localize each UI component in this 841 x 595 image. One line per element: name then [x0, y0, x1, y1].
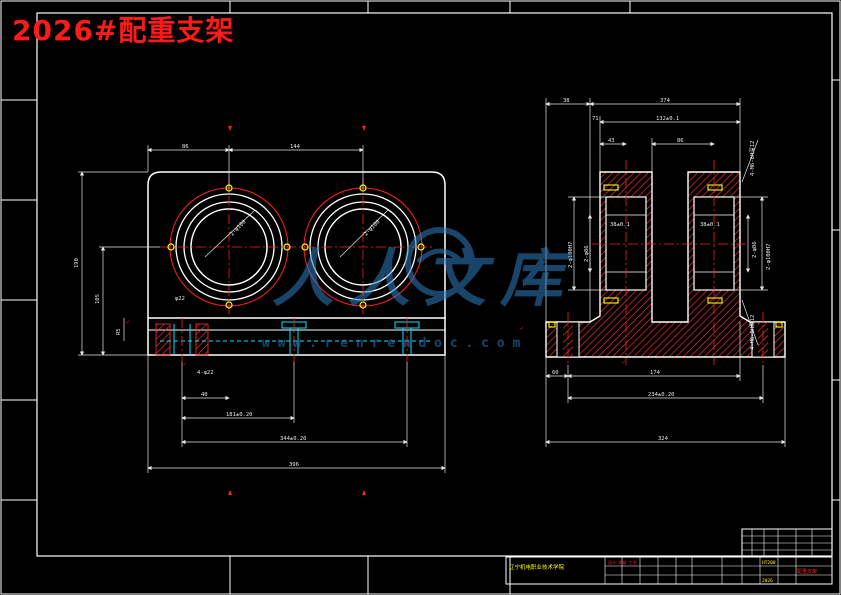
watermark-logo-icon [405, 227, 475, 297]
front-tapped-holes [167, 184, 425, 309]
watermark: 人人文库 w w w . r e n r e n d o c . c o m [262, 227, 576, 351]
dim-phi86-left: 2-φ86 [584, 245, 590, 262]
side-centerlines [567, 160, 764, 365]
dim-38: 38 [563, 98, 570, 104]
dim-phi100h7-left: 2-φ100H7 [568, 242, 574, 269]
dim-phi100h7-right: 2-φ100H7 [766, 244, 772, 271]
dim-234: 234±0.20 [648, 392, 675, 398]
dim-105: 105 [95, 294, 101, 304]
front-outline [147, 171, 446, 318]
dim-phi86-right: 2-φ86 [752, 241, 758, 258]
front-hidden-lines [160, 321, 432, 355]
dim-181: 181±0.20 [226, 412, 253, 418]
watermark-text: 人人文库 [272, 242, 576, 315]
material: HT200 [762, 560, 776, 566]
side-dimensions [545, 98, 786, 447]
dim-132: 132±0.1 [656, 116, 679, 122]
dim-phi22: φ22 [175, 296, 185, 302]
svg-text:✓: ✓ [520, 325, 524, 332]
svg-text:✓: ✓ [183, 361, 187, 368]
dim-bore-left: 2-φ100 [229, 219, 247, 237]
dim-174: 174 [650, 370, 661, 376]
svg-text:✓: ✓ [126, 319, 130, 326]
front-centerlines [160, 178, 432, 362]
dim-bore-depth-left: 38±0.1 [610, 222, 630, 228]
dim-bore-depth-right: 38±0.1 [700, 222, 720, 228]
dim-40: 40 [201, 392, 208, 398]
dim-396: 396 [289, 462, 299, 468]
dim-r5: R5 [116, 328, 122, 335]
dim-86-side: 86 [677, 138, 684, 144]
page-title: 2026#配重支架 [12, 14, 235, 47]
dim-344: 344±0.20 [280, 436, 307, 442]
dim-43: 43 [608, 138, 615, 144]
dim-bore-right: 2-φ100 [363, 219, 381, 237]
front-dimensions [78, 145, 446, 473]
title-block: 辽宁机电职业技术学院 设计 审核 工艺 配重支架 HT200 2026 [505, 528, 833, 585]
svg-text:✓: ✓ [650, 347, 654, 354]
side-dim-texts: 38 374 71 132±0.1 43 86 4-M6-6H深12 4-M6-… [552, 98, 772, 442]
dim-374: 374 [660, 98, 671, 104]
school-name: 辽宁机电职业技术学院 [509, 563, 565, 571]
drawing-number: 2026 [762, 578, 773, 584]
side-surface-marks: ✓ ✓ ✓ [520, 325, 654, 366]
front-base [147, 317, 446, 356]
dim-m6-bottom: 4-M6-6H深12 [748, 315, 756, 350]
centering-marks [228, 126, 366, 495]
title-block-roles: 设计 审核 工艺 [608, 559, 637, 565]
dim-4-phi22: 4-φ22 [197, 370, 214, 376]
side-tapped-holes [548, 184, 783, 328]
dim-71: 71 [592, 116, 599, 122]
dim-86: 86 [182, 144, 189, 150]
dim-144: 144 [290, 144, 301, 150]
part-name: 配重支架 [797, 568, 817, 575]
dim-60: 60 [552, 370, 559, 376]
dim-324: 324 [658, 436, 669, 442]
side-view [545, 98, 786, 447]
front-view [78, 145, 446, 473]
svg-text:✓: ✓ [622, 359, 626, 366]
drawing-frame [36, 12, 833, 557]
front-surface-marks: ✓✓ [126, 319, 187, 368]
dim-m6-top: 4-M6-6H深12 [748, 141, 756, 176]
watermark-url: w w w . r e n r e n d o c . c o m [262, 336, 520, 351]
dim-190: 190 [74, 258, 80, 268]
